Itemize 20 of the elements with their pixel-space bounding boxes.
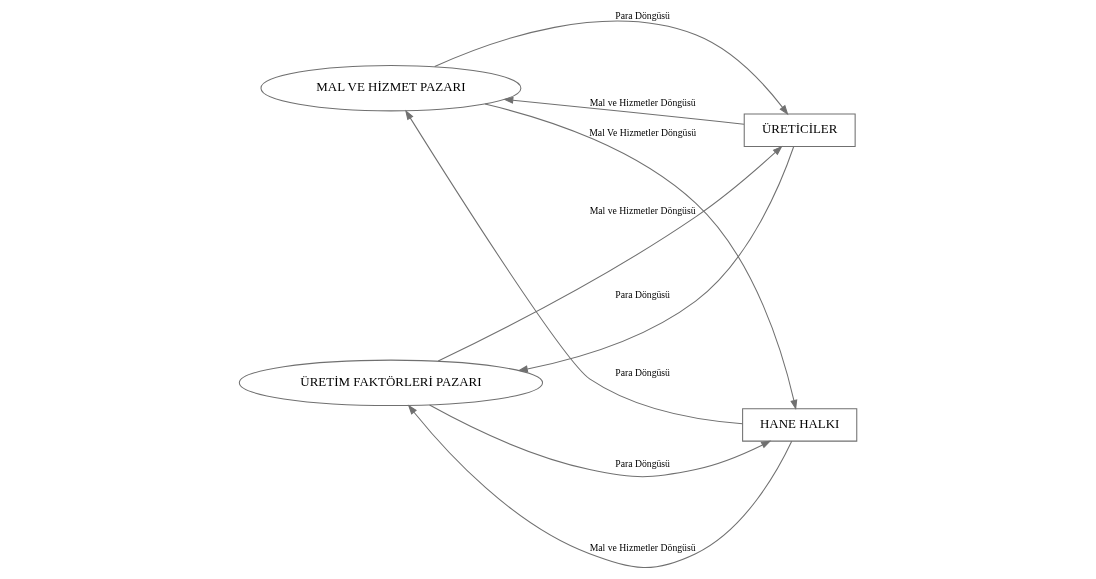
arrow — [437, 145, 783, 362]
node-ellipse: MAL VE HİZMET PAZARI — [260, 64, 522, 112]
edge-label: Mal Ve Hizmetler Döngüsü — [589, 126, 697, 138]
arrow — [434, 20, 789, 116]
edge-label: Para Döngüsü — [615, 289, 670, 301]
edge-label: Para Döngüsü — [615, 10, 670, 22]
arrow — [429, 404, 772, 478]
edge-label: Mal ve Hizmetler Döngüsü — [589, 97, 696, 109]
edge-label: Para Döngüsü — [615, 457, 670, 469]
arrow — [503, 96, 745, 125]
node-box: HANE HALKI — [742, 408, 858, 442]
edge-label: Para Döngüsü — [615, 367, 670, 379]
arrow — [517, 145, 795, 373]
edge-label: Mal ve Hizmetler Döngüsü — [589, 205, 696, 217]
arrow — [407, 404, 793, 568]
node-ellipse: ÜRETİM FAKTÖRLERİ PAZARI — [238, 359, 544, 407]
arrow — [484, 103, 798, 411]
edge-label: Mal ve Hizmetler Döngüsü — [589, 541, 696, 553]
node-box: ÜRETİCİLER — [743, 113, 856, 147]
arrow — [405, 109, 743, 425]
